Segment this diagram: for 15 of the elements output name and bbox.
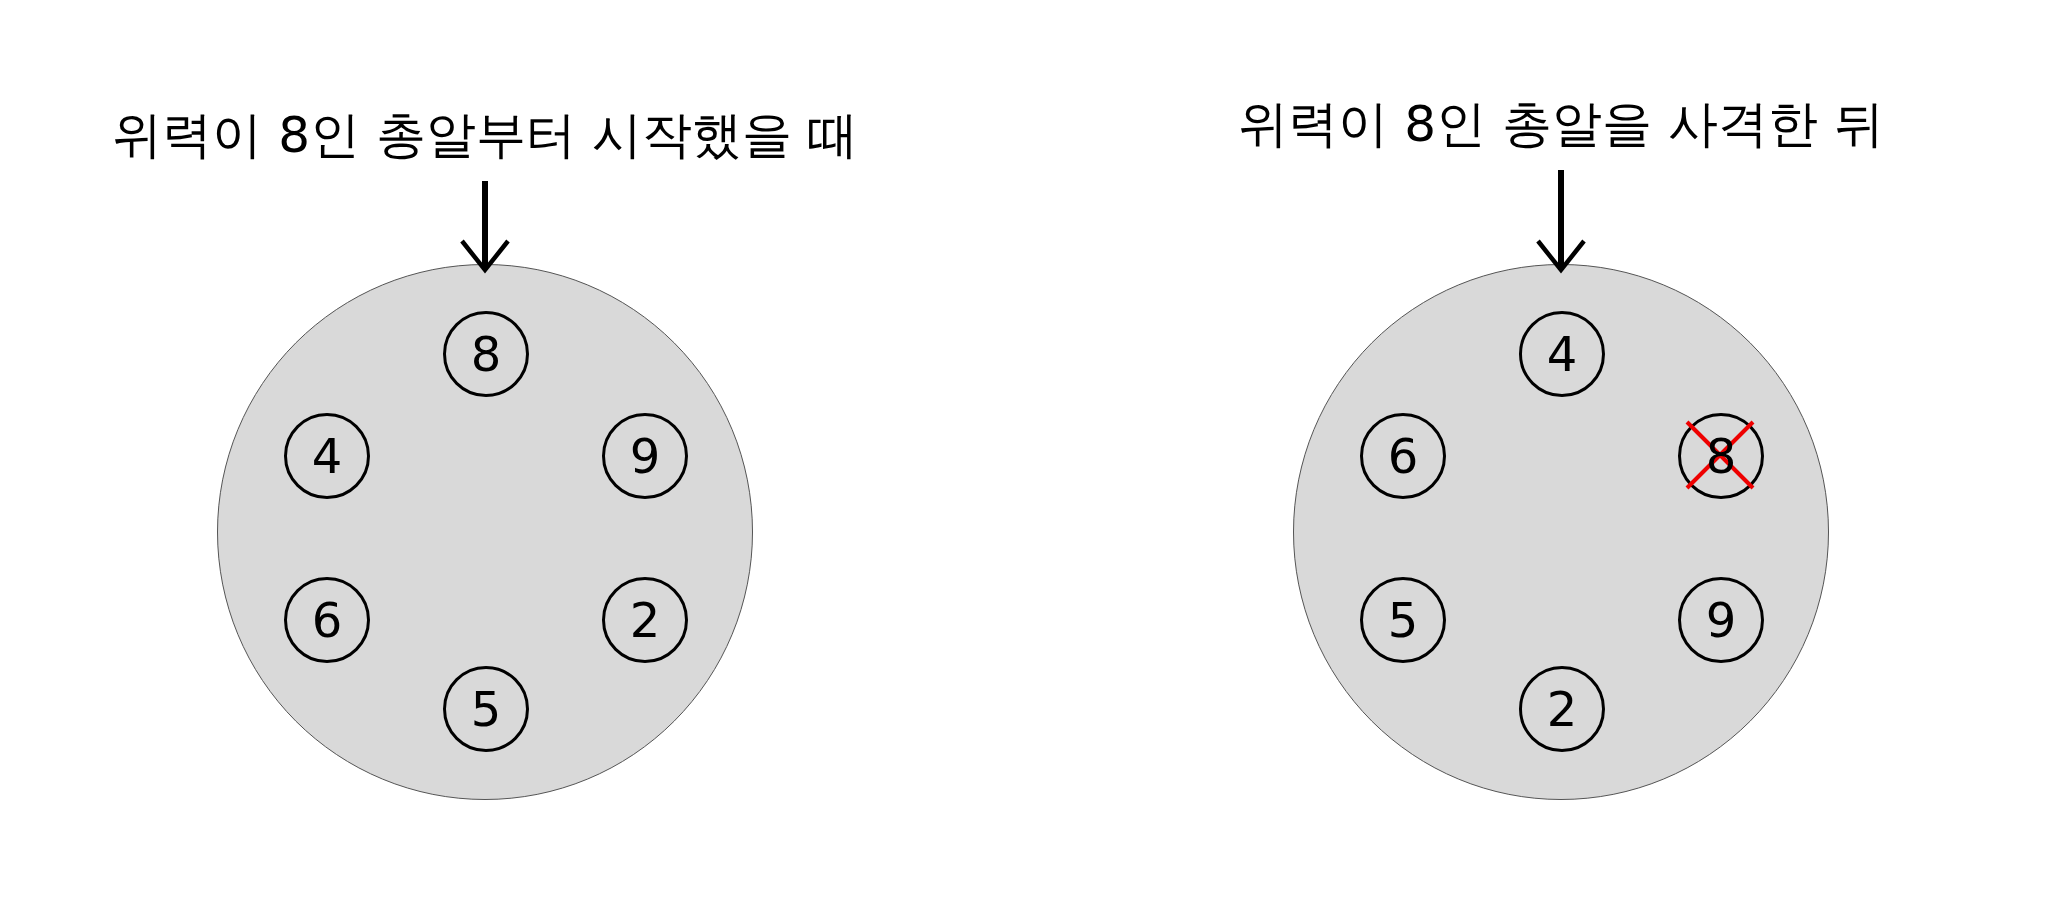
arrow bbox=[459, 181, 511, 273]
title-text: 위력이 8인 총알을 사격한 뒤 bbox=[1238, 94, 1884, 154]
number-circle: 2 bbox=[602, 577, 688, 663]
number-circle: 5 bbox=[443, 666, 529, 752]
arrow bbox=[1535, 170, 1587, 273]
number-circle: 9 bbox=[602, 413, 688, 499]
number-circle: 6 bbox=[1360, 413, 1446, 499]
number-circle: 5 bbox=[1360, 577, 1446, 663]
number-circle: 4 bbox=[1519, 311, 1605, 397]
number-circle: 8 bbox=[443, 311, 529, 397]
number-circle: 6 bbox=[284, 577, 370, 663]
title-text: 위력이 8인 총알부터 시작했을 때 bbox=[112, 105, 858, 165]
number-circle: 9 bbox=[1678, 577, 1764, 663]
number-circle: 4 bbox=[284, 413, 370, 499]
number-circle: 2 bbox=[1519, 666, 1605, 752]
